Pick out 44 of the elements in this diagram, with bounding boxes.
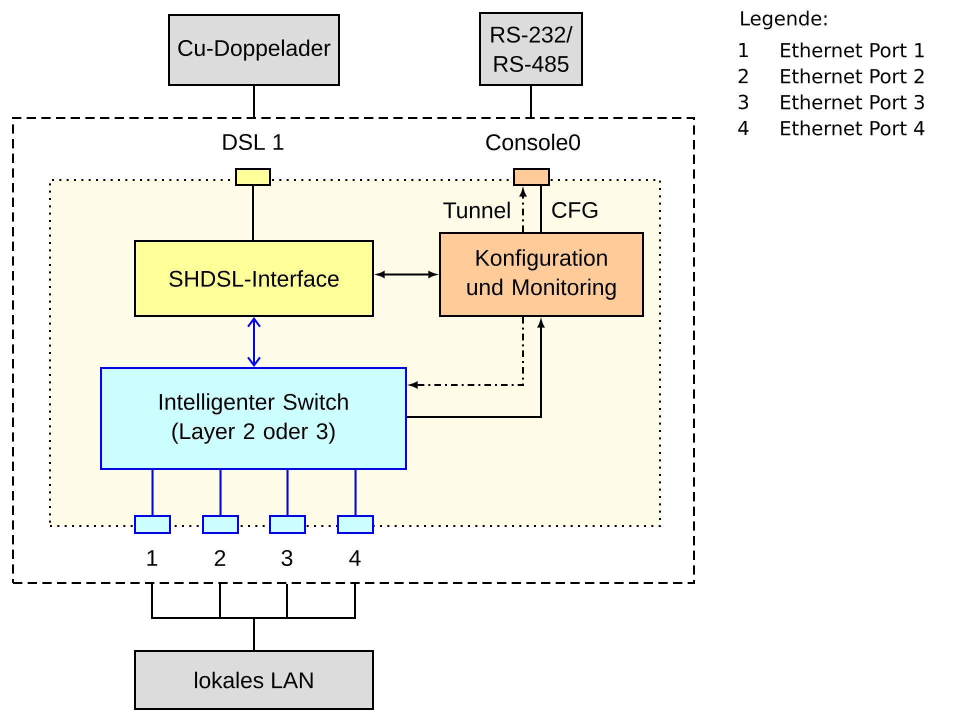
connector-line	[253, 86, 255, 117]
arrow	[377, 271, 436, 278]
connector-line	[220, 470, 222, 515]
device-frame	[12, 117, 695, 584]
legend-text: Ethernet Port 2	[781, 68, 924, 84]
legend-text: 2	[738, 68, 748, 84]
port-label: 3	[282, 550, 292, 566]
port-label: 4	[349, 550, 361, 566]
connector-line	[286, 470, 288, 515]
legend-text: Ethernet Port 1	[781, 42, 924, 58]
legend-text: 4	[738, 120, 748, 136]
edge-label: CFG	[550, 200, 600, 220]
port-connector	[134, 515, 171, 534]
arrow	[407, 320, 544, 418]
external-box: Cu-Doppelader	[168, 14, 340, 86]
connector-line	[540, 186, 542, 232]
legend-text: 1	[739, 42, 748, 58]
port-label: 1	[147, 550, 158, 566]
external-box: lokales LAN	[134, 650, 374, 710]
connector-line	[152, 470, 154, 515]
arrow	[520, 189, 526, 232]
edge-label: Tunnel	[441, 200, 513, 220]
legend-text: Legende:	[741, 10, 826, 30]
port-label: 2	[214, 550, 226, 566]
connector-line	[151, 583, 356, 651]
port-connector	[513, 168, 550, 186]
connector-line	[252, 186, 254, 240]
external-box: RS-232/ RS-485	[479, 12, 583, 86]
function-box: Konfiguration und Monitoring	[439, 232, 644, 317]
switch-box: Intelligenter Switch (Layer 2 oder 3)	[100, 367, 407, 470]
port-connector	[337, 515, 374, 534]
port-connector	[202, 515, 239, 534]
legend-text: Ethernet Port 3	[781, 94, 924, 110]
port-label: DSL 1	[223, 134, 284, 150]
legend-text: Ethernet Port 4	[781, 120, 924, 136]
connector-line	[530, 86, 532, 117]
connector-line	[354, 470, 356, 515]
port-connector	[235, 168, 271, 186]
legend-text: 3	[738, 94, 748, 110]
arrow	[247, 317, 261, 367]
arrow	[410, 317, 524, 388]
interface-box: SHDSL-Interface	[134, 240, 374, 317]
port-connector	[269, 515, 306, 534]
port-label: Console0	[486, 134, 580, 150]
